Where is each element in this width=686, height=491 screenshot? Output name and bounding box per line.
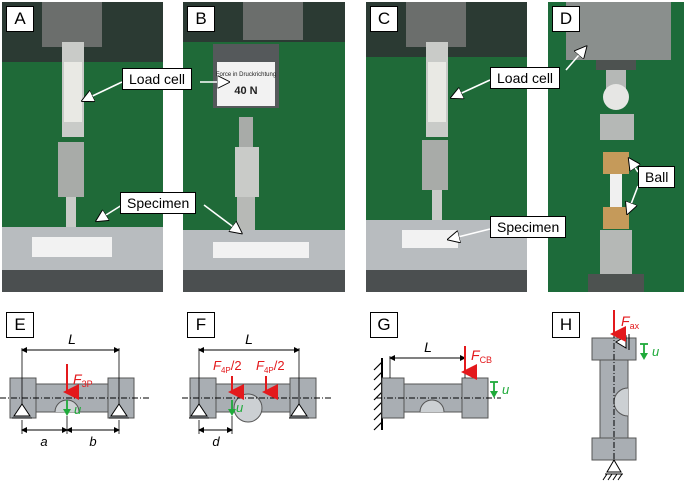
photo-panel-b: Force in Druckrichtung 40 N [183,2,345,292]
panel-label-f: F [187,312,215,338]
photo-panel-d [548,2,684,292]
four-point-bending-photo: Force in Druckrichtung 40 N [183,2,345,292]
four-point-bending-schematic: L F4P/2 F4P/2 u d [182,331,332,449]
callout-load-cell-ab: Load cell [122,68,193,90]
gauge-text-line1: Force in Druckrichtung [216,72,276,78]
gauge-text-line2: 40 N [234,85,257,97]
dim-label-b: b [89,434,96,449]
axial-loading-photo [548,2,684,292]
callout-arrow-ball-bottom [628,185,639,212]
dim-label-a: a [40,434,47,449]
three-point-bending-schematic: L F3P u a b [0,331,150,449]
panel-label-g: G [370,312,398,338]
callout-pointer-layer [0,0,686,300]
cantilever-bending-schematic: L FCB u [373,339,509,431]
force-label-e: F3P [73,371,93,389]
callout-arrow-loadcell-a [84,81,123,100]
callout-specimen-c: Specimen [490,216,567,238]
panel-label-h: H [552,312,580,338]
dim-label-l-g: L [424,339,432,355]
dim-label-d: d [212,434,220,449]
panel-label-a: A [6,6,34,32]
dim-label-l-e: L [68,331,76,347]
schematic-e: L F3P u a b [0,308,180,488]
callout-ball-d: Ball [638,166,676,188]
callout-arrow-specimen-b [203,204,240,232]
schematic-f: L F4P/2 F4P/2 u d [182,308,362,488]
panel-label-b: B [187,6,215,32]
disp-label-e: u [74,402,81,417]
dim-label-l-f: L [245,331,253,347]
callout-specimen-ab: Specimen [120,192,197,214]
callout-arrow-ball-top [630,160,638,173]
axial-loading-schematic: Fax u [591,310,659,481]
disp-label-g: u [502,382,509,397]
photo-panel-a [2,2,163,292]
disp-label-f: u [236,400,243,415]
callout-arrow-specimen-a [98,204,123,220]
callout-arrow-loadcell-d [565,48,585,71]
schematic-h: Fax u [560,308,684,491]
callout-arrow-specimen-c [450,228,491,239]
callout-load-cell-cd: Load cell [490,67,561,89]
three-point-bending-photo [2,2,163,292]
callout-arrow-loadcell-c [453,79,491,97]
force-label-f-right: F4P/2 [256,358,285,375]
force-label-g: FCB [471,347,492,365]
schematic-g: L FCB u [366,308,536,488]
disp-label-h: u [652,344,659,359]
panel-label-d: D [552,6,580,32]
force-label-f-left: F4P/2 [213,358,242,375]
force-label-h: Fax [621,313,640,331]
panel-label-c: C [370,6,398,32]
panel-label-e: E [6,312,34,338]
